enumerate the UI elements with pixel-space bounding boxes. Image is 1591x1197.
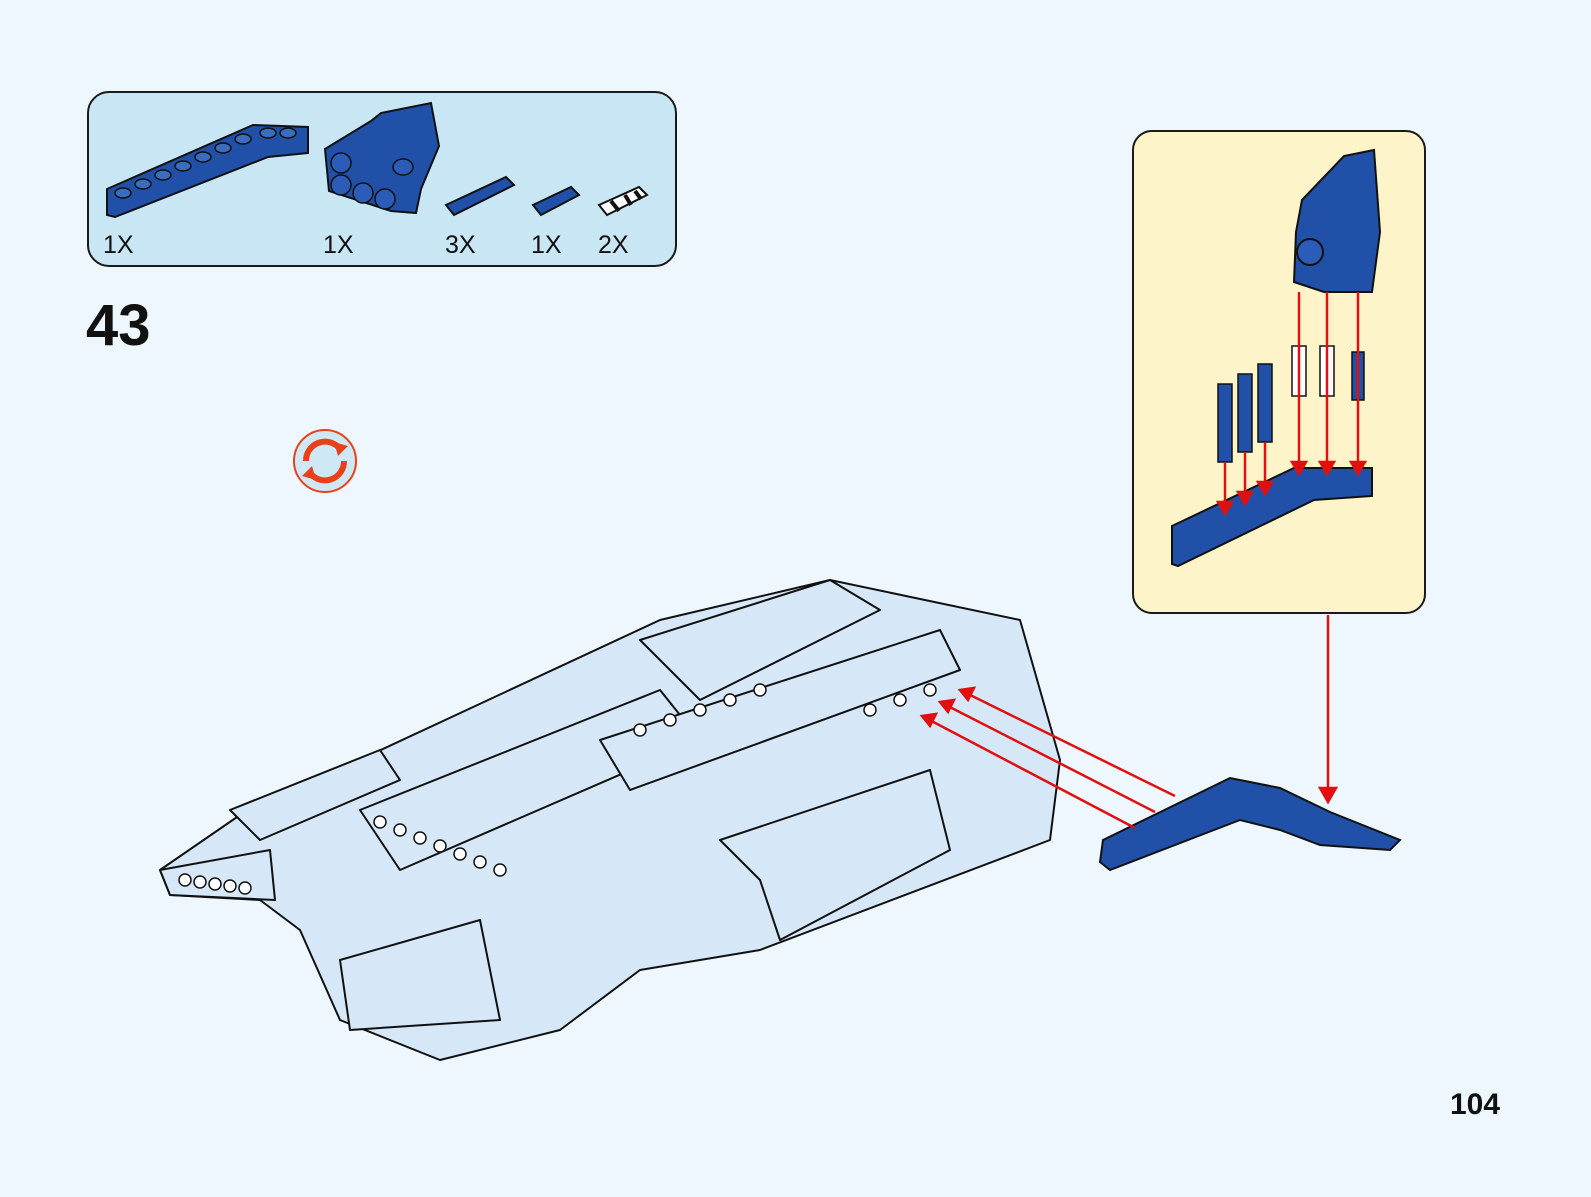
friction-pin-part — [597, 185, 649, 217]
rotate-model-icon — [293, 429, 357, 493]
quantity-axle-pin: 1X — [531, 231, 562, 259]
page-number: 104 — [1450, 1088, 1501, 1121]
panel-connector-part — [323, 101, 441, 215]
subassembly-diagram — [1171, 148, 1382, 568]
quantity-friction-pin: 2X — [598, 231, 629, 259]
pins — [1217, 351, 1365, 463]
step-number: 43 — [86, 293, 151, 358]
parts-list-panel: 1X 1X 3X 1X 2X — [87, 91, 677, 267]
new-subassembly — [1098, 776, 1402, 872]
subassembly-callout — [1132, 130, 1426, 614]
quantity-long-pin: 3X — [445, 231, 476, 259]
axle-pin-part — [531, 185, 581, 217]
quantity-angled-beam: 1X — [103, 231, 134, 259]
quantity-panel-connector: 1X — [323, 231, 354, 259]
long-pin-part — [444, 175, 516, 217]
angled-beam-part — [106, 123, 309, 219]
